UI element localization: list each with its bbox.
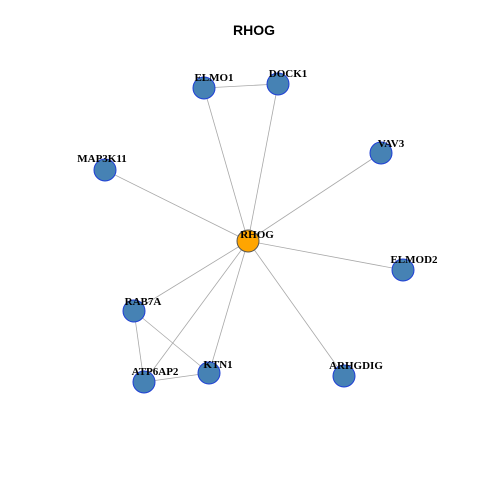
node-rhog[interactable]: RHOG <box>236 229 274 253</box>
edge-rhog-map3k11 <box>104 169 249 242</box>
diagram-title: RHOG <box>233 22 275 38</box>
node-atp6ap2[interactable]: ATP6AP2 <box>132 366 179 394</box>
node-circle-vav3[interactable] <box>369 141 393 165</box>
node-circle-arhgdig[interactable] <box>332 364 356 388</box>
edge-rab7a-atp6ap2 <box>133 310 145 383</box>
node-label-elmo1: ELMO1 <box>194 72 233 84</box>
edge-rhog-vav3 <box>247 152 382 242</box>
edge-rhog-rab7a <box>133 240 249 312</box>
node-elmo1[interactable]: ELMO1 <box>192 72 234 100</box>
edge-rhog-atp6ap2 <box>143 240 249 383</box>
node-circle-elmod2[interactable] <box>391 258 415 282</box>
edge-elmo1-dock1 <box>203 83 279 89</box>
node-label-atp6ap2: ATP6AP2 <box>132 366 179 378</box>
node-vav3[interactable]: VAV3 <box>369 138 405 165</box>
edge-rhog-elmod2 <box>247 240 404 271</box>
node-map3k11[interactable]: MAP3K11 <box>77 153 127 182</box>
edge-rab7a-ktn1 <box>133 310 210 374</box>
edge-rhog-ktn1 <box>208 240 249 374</box>
node-circle-ktn1[interactable] <box>197 361 221 385</box>
edge-rhog-dock1 <box>247 83 279 242</box>
node-dock1[interactable]: DOCK1 <box>266 68 308 96</box>
node-label-map3k11: MAP3K11 <box>77 153 127 165</box>
node-circle-atp6ap2[interactable] <box>132 370 156 394</box>
node-label-dock1: DOCK1 <box>269 68 308 80</box>
node-ktn1[interactable]: KTN1 <box>197 359 233 385</box>
node-label-rab7a: RAB7A <box>125 296 162 308</box>
edges-layer <box>104 83 404 383</box>
node-rab7a[interactable]: RAB7A <box>122 296 162 323</box>
node-elmod2[interactable]: ELMOD2 <box>390 254 438 282</box>
node-circle-rab7a[interactable] <box>122 299 146 323</box>
node-label-rhog: RHOG <box>240 229 274 241</box>
node-arhgdig[interactable]: ARHGDIG <box>329 360 383 388</box>
edge-rhog-elmo1 <box>203 87 249 242</box>
node-circle-dock1[interactable] <box>266 72 290 96</box>
node-circle-rhog[interactable] <box>236 229 260 253</box>
node-circle-elmo1[interactable] <box>192 76 216 100</box>
node-circle-map3k11[interactable] <box>93 158 117 182</box>
node-label-arhgdig: ARHGDIG <box>329 360 383 372</box>
node-label-elmod2: ELMOD2 <box>390 254 438 266</box>
node-label-ktn1: KTN1 <box>203 359 232 371</box>
node-label-vav3: VAV3 <box>378 138 405 150</box>
edge-rhog-arhgdig <box>247 240 345 377</box>
